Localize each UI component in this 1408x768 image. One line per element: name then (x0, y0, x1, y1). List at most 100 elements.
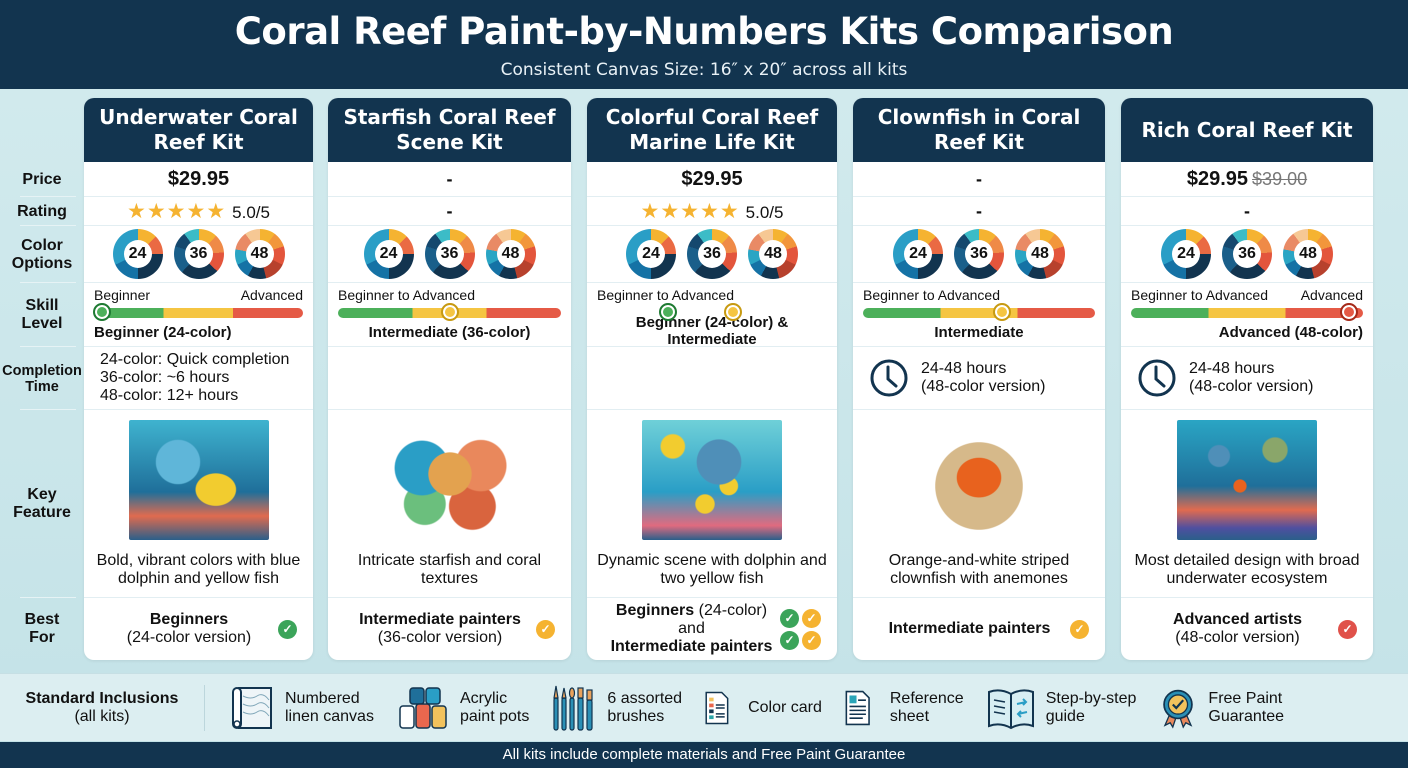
check-icon: ✓ (802, 630, 821, 650)
old-price: $39.00 (1252, 168, 1308, 189)
kit-title: Rich Coral Reef Kit (1121, 98, 1373, 162)
kit-card: Colorful Coral Reef Marine Life Kit $29.… (587, 98, 837, 660)
skill-marker (440, 303, 459, 321)
price-cell: - (853, 162, 1105, 197)
skill-level-label: Beginner (24-color) (94, 324, 232, 341)
kit-title: Underwater Coral Reef Kit (84, 98, 313, 162)
skill-level-cell: Beginner Advanced Beginner (24-color) (84, 283, 313, 347)
skill-level-label: Advanced (48-color) (1218, 324, 1363, 341)
key-feature-cell: Orange-and-white striped clownfish with … (853, 410, 1105, 598)
rating-value: - (446, 200, 453, 221)
skill-range-left: Beginner to Advanced (597, 287, 734, 303)
skill-marker (659, 303, 678, 321)
footer-note: All kits include complete materials and … (0, 742, 1408, 768)
color-option-48-icon: 48 (485, 229, 536, 279)
row-label-color-options: Color Options (0, 226, 84, 283)
color-option-48-icon: 48 (1015, 229, 1065, 279)
starfish-coral-image (379, 420, 520, 540)
brushes-icon (553, 685, 593, 731)
underwater-ecosystem-image (1177, 420, 1317, 540)
kit-title: Starfish Coral Reef Scene Kit (328, 98, 571, 162)
best-for-cell: Beginners(24-color version)✓ (84, 598, 313, 660)
clownfish-anemone-image (909, 420, 1049, 540)
price-cell: $29.95 (587, 162, 837, 197)
skill-level-cell: Beginner to Advanced Beginner (24-color)… (587, 283, 837, 348)
completion-line: 24-color: Quick completion (100, 351, 290, 368)
price-cell: $29.95 (84, 162, 313, 197)
page-subtitle: Consistent Canvas Size: 16″ x 20″ across… (500, 60, 908, 80)
inclusion-label: Color card (748, 698, 822, 716)
check-icon: ✓ (1338, 619, 1357, 639)
reference-sheet-icon (845, 690, 870, 725)
suitability-checks: ✓✓✓✓ (780, 608, 821, 650)
color-option-24-icon: 24 (1161, 229, 1211, 279)
star-icons: ★★★★★ (127, 199, 227, 223)
skill-level-cell: Beginner to Advanced Advanced Advanced (4… (1121, 283, 1373, 347)
clock-icon (1138, 359, 1176, 397)
clock-icon (870, 359, 908, 397)
price-value: $29.95 (681, 167, 743, 190)
guide-book-icon (987, 688, 1034, 729)
guarantee-badge-icon (1163, 689, 1194, 729)
completion-time-cell (328, 347, 571, 410)
price-value: $29.95 (167, 167, 230, 190)
key-feature-cell: Bold, vibrant colors with blue dolphin a… (84, 410, 313, 598)
kit-card: Underwater Coral Reef Kit $29.95 ★★★★★5.… (84, 98, 313, 660)
key-feature-text: Dynamic scene with dolphin and two yello… (597, 552, 827, 587)
skill-level-bar (1131, 303, 1363, 321)
skill-range-right: Advanced (240, 287, 303, 303)
inclusions-title: Standard Inclusions (all kits) (0, 684, 205, 731)
skill-level-bar (93, 303, 303, 321)
key-feature-text: Bold, vibrant colors with blue dolphin a… (96, 552, 301, 587)
rating-cell: - (1121, 197, 1373, 226)
key-feature-cell: Intricate starfish and coral textures (328, 410, 571, 598)
skill-marker (723, 303, 742, 321)
color-option-24-icon: 24 (363, 229, 414, 279)
color-option-36-icon: 36 (1222, 229, 1272, 279)
inclusion-color-card: Color card (704, 684, 822, 732)
dolphin-two-fish-image (642, 420, 782, 540)
page-title: Coral Reef Paint-by-Numbers Kits Compari… (234, 10, 1174, 53)
color-option-48-icon: 48 (1283, 229, 1333, 279)
price-value: $29.95$39.00 (1186, 167, 1308, 190)
paint-pots-icon (399, 686, 447, 729)
price-cell: $29.95$39.00 (1121, 162, 1373, 197)
skill-level-label: Beginner (24-color) & Intermediate (635, 314, 789, 348)
color-option-24-icon: 24 (893, 229, 943, 279)
price-value: - (446, 168, 453, 189)
best-for-cell: Intermediate painters✓ (853, 598, 1105, 660)
skill-range-left: Beginner to Advanced (338, 287, 475, 303)
completion-time-cell (587, 347, 837, 410)
color-option-36-icon: 36 (173, 229, 224, 279)
rating-value: ★★★★★5.0/5 (127, 199, 270, 223)
skill-range-left: Beginner to Advanced (1131, 287, 1268, 303)
check-icon: ✓ (536, 619, 555, 639)
row-label-price: Price (0, 162, 84, 197)
skill-level-label: Intermediate (36-color) (368, 324, 531, 341)
rating-cell: ★★★★★5.0/5 (587, 197, 837, 226)
color-option-36-icon: 36 (424, 229, 475, 279)
color-card-icon (705, 691, 729, 724)
skill-range-right: Advanced (1300, 287, 1363, 303)
skill-level-cell: Beginner to Advanced Intermediate (853, 283, 1105, 347)
price-cell: - (328, 162, 571, 197)
price-value: - (976, 168, 982, 189)
skill-range-left: Beginner (94, 287, 151, 303)
